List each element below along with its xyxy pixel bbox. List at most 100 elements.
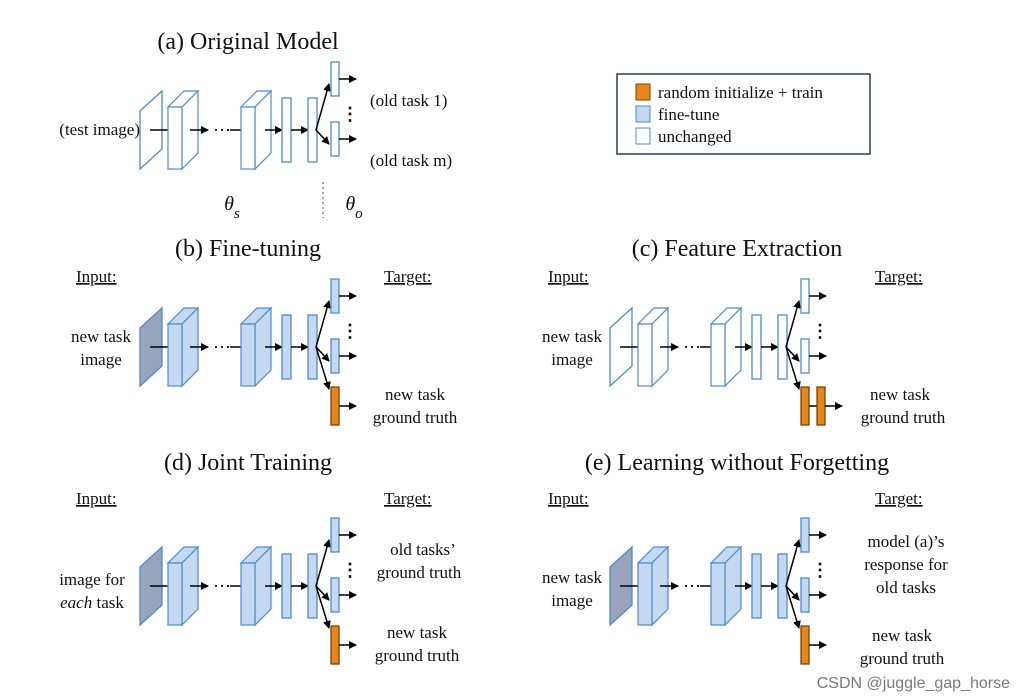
- arrow-branch-new-task: [785, 346, 801, 390]
- panel-c-input-line-1: new task: [542, 327, 602, 346]
- panel-b-input-line-1: new task: [71, 327, 131, 346]
- panel-b-title: (b) Fine-tuning: [175, 236, 321, 262]
- panel-a-input-label: (test image): [59, 120, 140, 139]
- theta-s-subscript: s: [234, 206, 240, 222]
- conv-block-2-front: [240, 323, 256, 387]
- arrow-branch-old-task-1: [315, 300, 331, 348]
- conv-block-2: [239, 306, 273, 388]
- horizontal-ellipsis: ⋯: [683, 576, 701, 596]
- arrow-branch-old-task-1: [315, 539, 331, 587]
- panel-b-target-line-2: ground truth: [373, 408, 458, 427]
- arrow-branch-old-task-1: [785, 300, 801, 348]
- fc-layer-2: [307, 553, 318, 619]
- panel-d-old-target-line-1: old tasks’: [390, 540, 456, 559]
- legend-swatch-unchanged: [635, 127, 651, 145]
- conv-block-2: [239, 89, 273, 171]
- legend-label-unchanged: unchanged: [658, 127, 732, 146]
- panel-b-target-header: Target:: [384, 267, 432, 286]
- horizontal-ellipsis: ⋯: [683, 337, 701, 357]
- old-task-head-1: [800, 517, 810, 553]
- panel-c-title: (c) Feature Extraction: [632, 236, 843, 262]
- panel-b-input-line-2: image: [80, 350, 122, 369]
- panel-d-input-line-2: each task: [60, 593, 124, 612]
- panel-c-target-line-1: new task: [870, 385, 930, 404]
- fc-layer-1: [281, 553, 292, 619]
- conv-block-1-front: [167, 323, 183, 387]
- legend-swatch-finetune: [635, 105, 651, 123]
- horizontal-ellipsis: ⋯: [213, 576, 231, 596]
- arrow-branch-old-task-m: [315, 129, 330, 145]
- legend-label-random: random initialize + train: [658, 83, 823, 102]
- panel-a-output-old-task-1: (old task 1): [370, 91, 447, 110]
- panel-e-input-line-1: new task: [542, 568, 602, 587]
- old-task-head-m: [330, 121, 340, 157]
- fc-layer-1: [751, 553, 762, 619]
- panel-e-network: ⋯⋮: [609, 517, 829, 665]
- conv-block-2: [709, 306, 743, 388]
- panel-d-joint-training: (d) Joint Training Input: Target: image …: [59, 450, 462, 665]
- panel-e-old-target-line-1: model (a)’s: [868, 532, 945, 551]
- new-task-head: [330, 625, 340, 665]
- fc-layer-1: [281, 97, 292, 163]
- fc-layer-2: [307, 97, 318, 163]
- theta-o-subscript: o: [355, 206, 363, 222]
- old-task-head-1: [330, 61, 340, 97]
- panel-c-input-header: Input:: [548, 267, 589, 286]
- arrow-branch-old-task-1: [315, 83, 331, 131]
- legend-label-finetune: fine-tune: [658, 105, 719, 124]
- vertical-ellipsis: ⋮: [811, 560, 829, 580]
- theta-shared-label: θs: [224, 193, 240, 222]
- old-task-head-1: [330, 517, 340, 553]
- horizontal-ellipsis: ⋯: [213, 120, 231, 140]
- panel-e-input-line-2: image: [551, 591, 593, 610]
- vertical-ellipsis: ⋮: [341, 560, 359, 580]
- panel-d-input-line-1: image for: [59, 570, 125, 589]
- arrow-branch-old-task-m: [785, 585, 800, 601]
- old-task-head-1: [330, 278, 340, 314]
- arrow-branch-old-task-m: [315, 346, 330, 362]
- panel-d-target-line-2: ground truth: [375, 646, 460, 665]
- vertical-ellipsis: ⋮: [811, 321, 829, 341]
- arrow-branch-new-task: [315, 346, 331, 390]
- panel-b-network: ⋯⋮: [139, 278, 359, 426]
- conv-block-1: [636, 545, 670, 627]
- panel-a-output-old-task-m: (old task m): [370, 151, 452, 170]
- fc-layer-1: [281, 314, 292, 380]
- legend-box: [616, 73, 871, 155]
- arrow-branch-old-task-m: [785, 346, 800, 362]
- new-task-extra-layer: [816, 386, 826, 426]
- conv-block-1-front: [167, 106, 183, 170]
- conv-block-2: [709, 545, 743, 627]
- panel-e-target-header: Target:: [875, 489, 923, 508]
- vertical-ellipsis: ⋮: [341, 321, 359, 341]
- panel-b-input-header: Input:: [76, 267, 117, 286]
- arrow-branch-old-task-1: [785, 539, 801, 587]
- panel-c-target-line-2: ground truth: [861, 408, 946, 427]
- panel-d-network: ⋯⋮: [139, 517, 359, 665]
- vertical-ellipsis: ⋮: [341, 104, 359, 124]
- fc-layer-2: [777, 314, 788, 380]
- new-task-head: [330, 386, 340, 426]
- fc-layer-2: [307, 314, 318, 380]
- panel-d-old-target-line-2: ground truth: [377, 563, 462, 582]
- panel-e-title: (e) Learning without Forgetting: [585, 450, 889, 476]
- panel-d-title: (d) Joint Training: [164, 450, 332, 476]
- panel-a-network: ⋯⋮: [139, 61, 359, 171]
- panel-c-network: ⋯⋮: [609, 278, 843, 426]
- panel-e-target-line-2: ground truth: [860, 649, 945, 668]
- panel-a-title: (a) Original Model: [157, 29, 339, 55]
- panel-d-input-header: Input:: [76, 489, 117, 508]
- conv-block-2-front: [240, 562, 256, 626]
- conv-block-2: [239, 545, 273, 627]
- watermark: CSDN @juggle_gap_horse: [816, 675, 1010, 692]
- theta-o-symbol: θ: [345, 193, 355, 215]
- arrow-branch-new-task: [315, 585, 331, 629]
- old-task-head-m: [330, 577, 340, 613]
- conv-block-2-front: [710, 562, 726, 626]
- fc-layer-2: [777, 553, 788, 619]
- conv-block-2-front: [710, 323, 726, 387]
- old-task-head-m: [800, 577, 810, 613]
- old-task-head-1: [800, 278, 810, 314]
- conv-block-2-front: [240, 106, 256, 170]
